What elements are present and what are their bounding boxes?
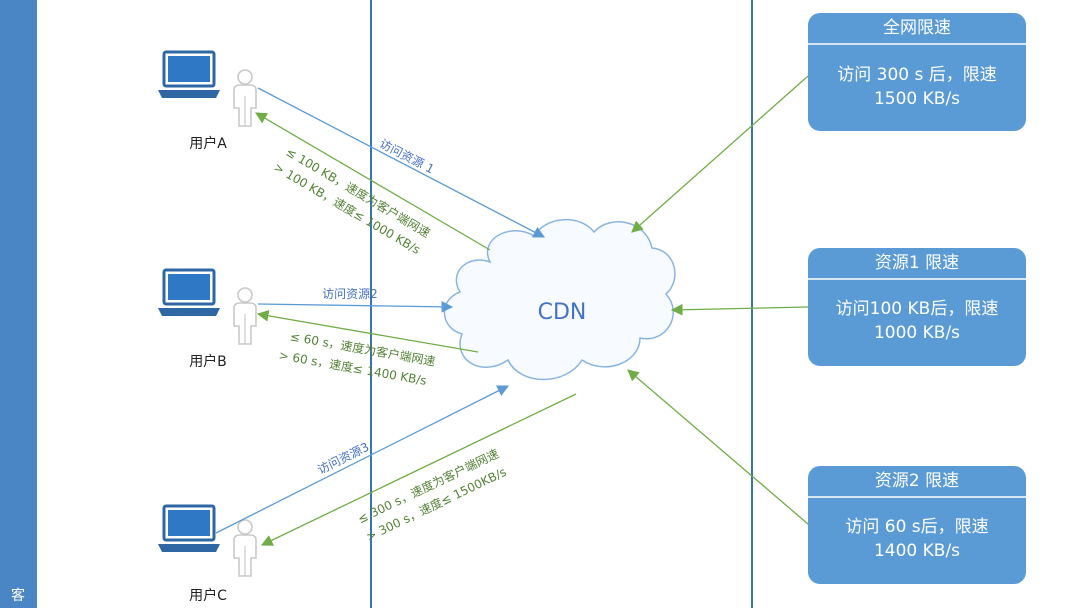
laptop-icon (156, 268, 222, 318)
a-response-line2: > 100 KB，速度≤ 1000 KB/s (271, 159, 423, 257)
laptop-icon (156, 50, 222, 100)
cdn-cloud: CDN (443, 218, 676, 381)
arrow-a-response (254, 112, 491, 251)
arrow-a-request (257, 87, 546, 238)
a-request-label: 访问资源 1 (377, 137, 436, 177)
rule-body-line2: 1500 KB/s (874, 89, 960, 109)
person-icon (233, 287, 257, 345)
user-c: 用户C (156, 504, 257, 604)
arrow-c-request (215, 385, 510, 534)
arrow-b-response (256, 310, 479, 353)
cloud-shape (443, 218, 676, 381)
rule-title: 资源2 限速 (875, 471, 959, 491)
rule-title: 全网限速 (883, 18, 951, 38)
user-a: 用户A (156, 50, 257, 152)
rule-box-bg (808, 248, 1026, 366)
rule-box-resource2: 资源2 限速 访问 60 s后，限速 1400 KB/s (808, 466, 1026, 584)
laptop-icon (156, 504, 222, 554)
rule-box-global: 全网限速 访问 300 s 后，限速 1500 KB/s (808, 13, 1026, 131)
arrow-c-response (260, 393, 577, 546)
rule-body-line2: 1000 KB/s (874, 323, 960, 343)
cdn-label: CDN (538, 300, 587, 325)
sidebar-glyph: 客 (11, 587, 25, 604)
b-request-label: 访问资源2 (322, 287, 378, 301)
user-c-label: 用户C (189, 587, 227, 604)
arrow-resource1-to-cdn (670, 303, 809, 316)
user-a-label: 用户A (189, 135, 227, 152)
arrow-resource2-to-cdn (627, 369, 809, 525)
person-icon (233, 519, 257, 577)
user-b: 用户B (156, 268, 257, 370)
rule-body-line2: 1400 KB/s (874, 541, 960, 561)
sidebar-strip (0, 0, 37, 608)
rule-body-line1: 访问100 KB后，限速 (836, 299, 999, 319)
arrow-global-to-cdn (631, 75, 809, 233)
person-icon (233, 69, 257, 127)
rule-body-line1: 访问 300 s 后，限速 (837, 65, 997, 85)
rule-box-bg (808, 466, 1026, 584)
rule-box-bg (808, 13, 1026, 131)
rule-body-line1: 访问 60 s后，限速 (845, 517, 988, 537)
user-b-label: 用户B (189, 353, 227, 370)
arrow-b-request (257, 300, 454, 313)
rule-title: 资源1 限速 (875, 253, 959, 273)
rule-box-resource1: 资源1 限速 访问100 KB后，限速 1000 KB/s (808, 248, 1026, 366)
